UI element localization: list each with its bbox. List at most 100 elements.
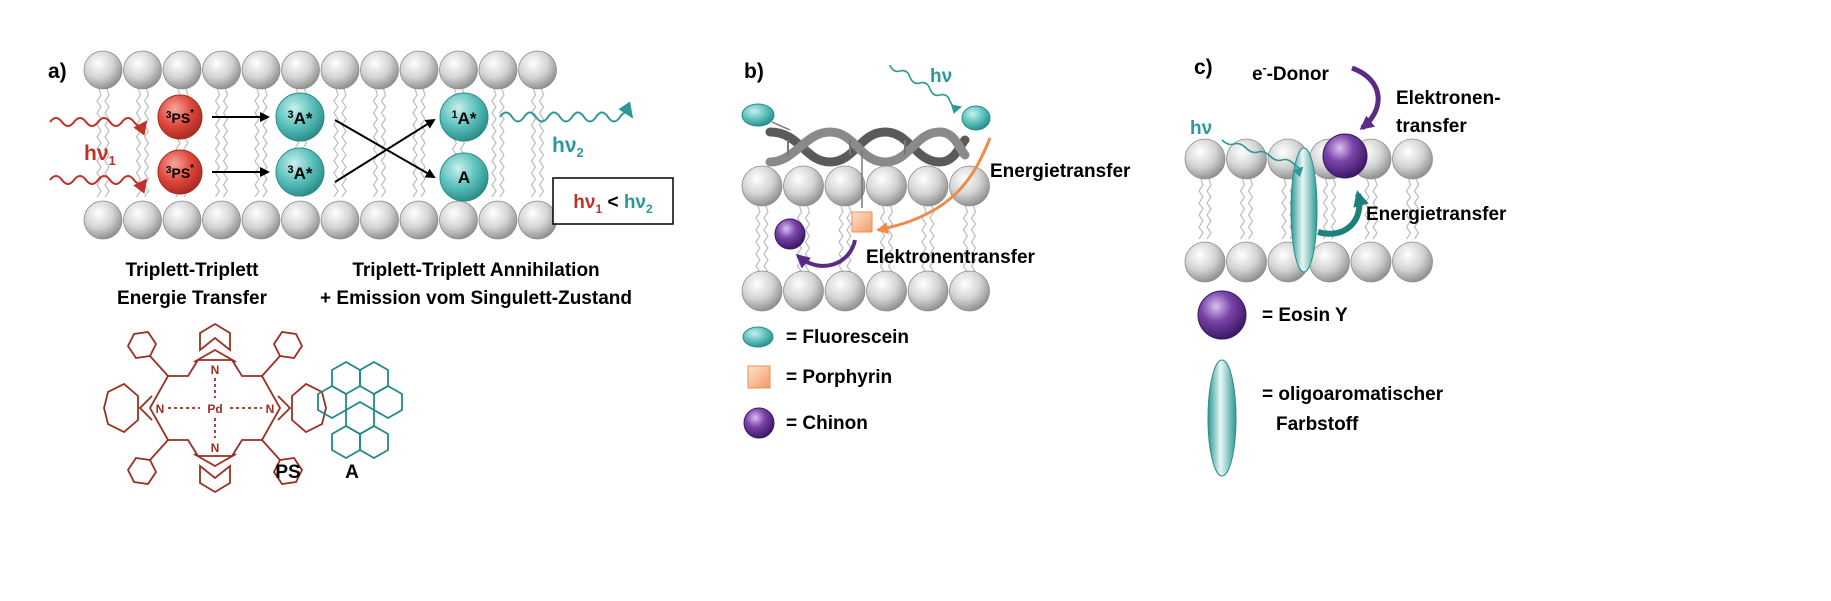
lipid-tail <box>222 88 229 198</box>
caption-tta-line2: + Emission vom Singulett-Zustand <box>320 288 632 309</box>
panel-a: a) hν1 3PS* 3PS* 3A* 3A* 1A* A hν2 <box>48 50 674 494</box>
lipid-headgroup <box>83 50 123 90</box>
legend-oligo-icon <box>1207 359 1237 477</box>
lipid-tail <box>135 88 142 198</box>
lipid-headgroup <box>907 270 949 312</box>
legend-fluorescein-text: = Fluorescein <box>786 327 909 348</box>
lipid-headgroup <box>949 165 990 207</box>
lipid-headgroup <box>1226 138 1267 180</box>
legend-oligo-text-1: = oligoaromatischer <box>1262 384 1444 405</box>
caption-tta-line1: Triplett-Triplett Annihilation <box>352 260 599 281</box>
lipid-headgroup <box>907 165 949 207</box>
ps-sphere-1-label: 3PS* <box>166 108 194 126</box>
lipid-tail <box>1322 178 1329 240</box>
legend-eosin-icon <box>1197 290 1247 340</box>
legend-oligo-text-2: Farbstoff <box>1276 414 1359 435</box>
a-triplet-sphere-1-label: 3A* <box>287 109 312 128</box>
lipid-headgroup <box>1184 138 1226 180</box>
legend-porphyrin-icon <box>747 365 771 389</box>
fluorescein-right <box>961 105 991 131</box>
lipid-headgroup <box>783 270 824 312</box>
light-in-wave-b <box>889 64 962 115</box>
a-ground-sphere-label: A <box>458 168 470 187</box>
porphyrin-square <box>851 211 873 233</box>
lipid-headgroup <box>949 270 990 312</box>
lipid-tail <box>1281 178 1287 240</box>
membrane-c-lipid-tails <box>1198 178 1420 240</box>
lipid-tail <box>929 205 935 273</box>
a-ground-sphere <box>439 152 489 202</box>
lipid-headgroup <box>1184 241 1226 283</box>
lipid-tail <box>1413 178 1420 240</box>
lipid-tail <box>380 88 387 198</box>
lipid-tail <box>372 88 379 198</box>
eosin-sphere <box>1322 133 1368 179</box>
legend-fluorescein-icon <box>742 326 774 348</box>
lipid-headgroup <box>1392 241 1433 283</box>
lipid-tail <box>530 88 537 198</box>
lipid-headgroup <box>320 50 360 90</box>
ps-sphere-2-label: 3PS* <box>166 163 194 181</box>
energy-inequality-box <box>552 177 674 225</box>
a-structure-label: A <box>345 462 359 483</box>
hv-label-c: hν <box>1190 118 1212 139</box>
lipid-headgroup <box>83 200 123 240</box>
lipid-headgroup <box>360 50 399 90</box>
lipid-headgroup <box>202 50 241 90</box>
lipid-headgroup <box>824 165 866 207</box>
fluorescein-left-linker <box>771 121 791 131</box>
lipid-tail <box>96 88 102 198</box>
lipid-tail <box>1405 178 1412 240</box>
electron-transfer-arrow-b <box>795 239 857 269</box>
a-singlet-sphere-label: 1A* <box>451 109 476 128</box>
energy-inequality-text: hν1 < hν2 <box>573 192 653 216</box>
lipid-headgroup <box>241 200 281 240</box>
legend-porphyrin-text: = Porphyrin <box>786 367 892 388</box>
tta-arrow-up <box>334 118 436 183</box>
a-structure <box>317 360 403 460</box>
lipid-tail <box>412 88 418 198</box>
lipid-tail <box>962 205 969 273</box>
lipid-headgroup <box>741 270 783 312</box>
hv-label-b: hν <box>930 66 952 87</box>
energy-transfer-label-c: Energietransfer <box>1366 204 1507 225</box>
lipid-headgroup <box>281 50 320 90</box>
caption-tet-line2: Energie Transfer <box>117 288 268 309</box>
ps-structure-label: PS <box>275 462 300 483</box>
ps-pd-atom: Pd <box>207 402 222 416</box>
panel-c-label: c) <box>1194 56 1213 79</box>
a-triplet-sphere-2 <box>275 147 325 197</box>
panel-a-label: a) <box>48 60 67 83</box>
ps-n-atom-right: N <box>266 402 275 416</box>
lipid-headgroup <box>123 200 162 240</box>
lipid-headgroup <box>824 270 866 312</box>
electron-transfer-label-c-2: transfer <box>1396 116 1467 137</box>
light-in-wave-1 <box>49 117 148 136</box>
lipid-tail <box>755 205 761 273</box>
legend-chinon-icon <box>743 407 775 439</box>
panel-b: b) hν Energietransfer Elektronentrans <box>741 60 1131 439</box>
lipid-headgroup <box>1350 241 1392 283</box>
lipid-tail <box>499 88 505 198</box>
a-triplet-sphere-1 <box>275 92 325 142</box>
hv1-label: hν1 <box>84 142 116 168</box>
membrane-a-headgroups <box>83 50 557 240</box>
ps-n-atom-bottom: N <box>211 441 220 455</box>
fluorescein-left <box>741 103 775 127</box>
lipid-headgroup <box>518 50 557 90</box>
lipid-headgroup <box>478 50 518 90</box>
legend-chinon-text: = Chinon <box>786 413 868 434</box>
oligoaromatic-dye <box>1290 147 1318 273</box>
lipid-headgroup <box>360 200 399 240</box>
lipid-headgroup <box>741 165 783 207</box>
energy-transfer-label-b: Energietransfer <box>990 161 1131 182</box>
lipid-tail <box>763 205 769 273</box>
lipid-headgroup <box>783 165 824 207</box>
lipid-tail <box>879 205 886 273</box>
ps-sphere-2 <box>157 149 203 195</box>
a-triplet-sphere-2-label: 3A* <box>287 164 312 183</box>
lipid-headgroup <box>478 200 518 240</box>
light-in-wave-2 <box>49 175 148 194</box>
lipid-headgroup <box>866 270 907 312</box>
